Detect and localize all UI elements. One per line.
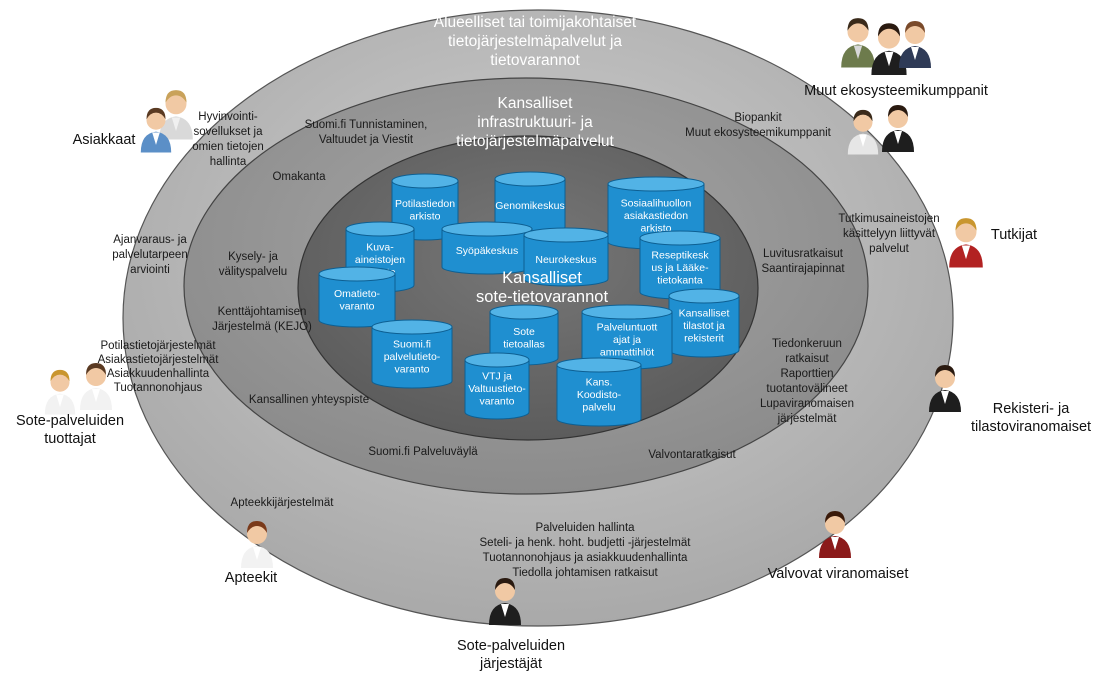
database-label: Omatieto-varanto: [334, 288, 381, 313]
person-icon-tutkijat: [949, 218, 983, 268]
person-icon-tuottajat-1: [44, 369, 76, 415]
database-label: Kans.Koodisto-palvelu: [577, 377, 622, 414]
person-icon-apteekit: [241, 521, 273, 568]
person-icon-tuottajat-2: [80, 363, 112, 410]
actor-muut-ekosysteemikumppanit: Muut ekosysteemikumppanit: [804, 83, 988, 99]
person-icon-jarjestajat: [489, 578, 521, 625]
person-icon-muut-2: [871, 23, 907, 75]
label-suomifi-tunnistaminen: Suomi.fi Tunnistaminen,Valtuudet ja Vies…: [305, 119, 428, 146]
actor-icons: [44, 18, 983, 625]
database-neuro: Neurokeskus: [523, 227, 609, 287]
person-icon-muut-4: [847, 109, 879, 155]
label-kansallinen-yhteyspiste: Kansallinen yhteyspiste: [249, 394, 369, 406]
database-koodisto: Kans.Koodisto-palvelu: [556, 357, 642, 427]
actor-asiakkaat: Asiakkaat: [73, 132, 136, 148]
label-omakanta: Omakanta: [272, 171, 326, 183]
database-label: Genomikeskus: [495, 200, 564, 212]
person-icon-asiakkaat-woman: [159, 90, 193, 140]
person-icon-muut-1: [841, 18, 875, 68]
label-apteekkijarjestelmat: Apteekkijärjestelmät: [231, 497, 335, 509]
database-label: Syöpäkeskus: [456, 245, 518, 257]
person-icon-muut-3: [899, 21, 931, 68]
actor-apteekit: Apteekit: [225, 570, 277, 586]
person-icon-asiakkaat-man: [140, 107, 172, 153]
database-omatieto: Omatieto-varanto: [318, 266, 396, 328]
person-icon-muut-5: [882, 105, 914, 152]
person-icon-valvovat: [819, 511, 851, 558]
label-suomifi-palveluvayla: Suomi.fi Palveluväylä: [368, 446, 478, 458]
database-syopa: Syöpäkeskus: [441, 221, 533, 275]
actor-valvovat-viranomaiset: Valvovat viranomaiset: [768, 566, 909, 582]
person-icon-rekisteri: [929, 365, 961, 412]
actor-tutkijat: Tutkijat: [991, 227, 1037, 243]
label-valvontaratkaisut: Valvontaratkaisut: [648, 449, 736, 461]
database-label: Neurokeskus: [535, 254, 596, 266]
